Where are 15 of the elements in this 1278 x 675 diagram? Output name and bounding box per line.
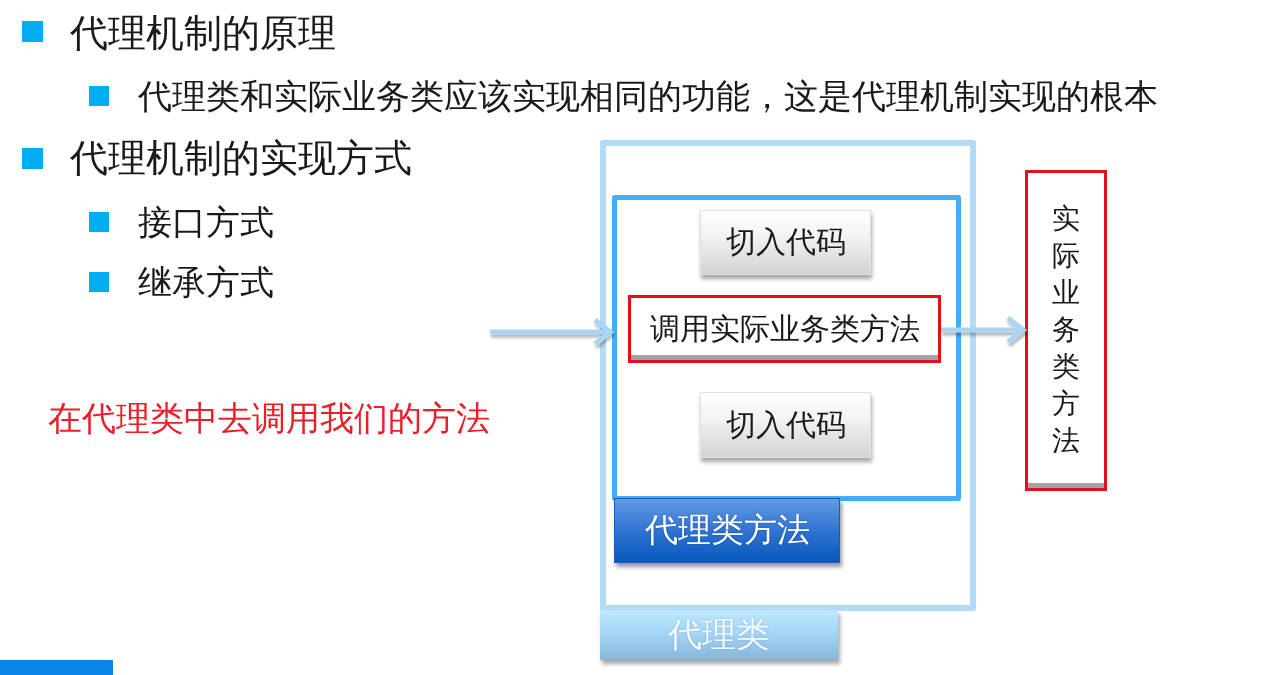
- call-box: 调用实际业务类方法: [628, 295, 941, 363]
- method-frame: [612, 195, 961, 565]
- method-box: 实际业务类方法: [1025, 170, 1107, 491]
- code-box: 切入代码: [700, 210, 871, 275]
- title-tab: 代理类方法: [614, 498, 840, 563]
- bullet-text: 代理机制的原理: [70, 11, 336, 57]
- bullet-text: 接口方式: [138, 201, 274, 243]
- title-tab: 代理类: [600, 610, 838, 660]
- arrow: [941, 315, 1026, 345]
- arrow: [490, 317, 613, 347]
- bullet-text: 继承方式: [138, 261, 274, 303]
- code-box: 切入代码: [700, 392, 871, 458]
- bullet-text: 代理类和实际业务类应该实现相同的功能，这是代理机制实现的根本: [138, 75, 1158, 117]
- note-text: 在代理类中去调用我们的方法: [48, 397, 490, 439]
- bullet-text: 代理机制的实现方式: [70, 136, 412, 182]
